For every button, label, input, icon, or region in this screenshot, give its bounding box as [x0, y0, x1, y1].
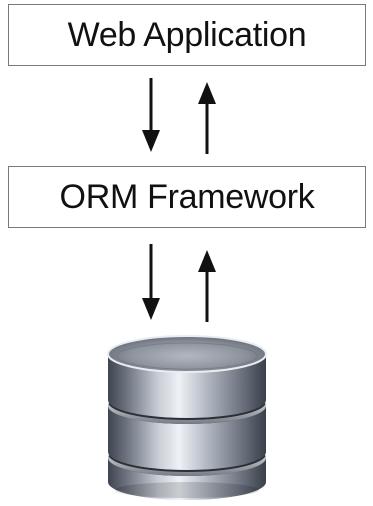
orm-framework-label: ORM Framework: [59, 177, 315, 216]
orm-framework-box: ORM Framework: [8, 166, 366, 228]
web-orm-arrows: [142, 78, 216, 154]
web-application-box: Web Application: [8, 4, 366, 66]
web-application-label: Web Application: [67, 15, 307, 54]
orm-database-arrows: [142, 244, 216, 322]
database-icon: [107, 335, 267, 500]
down-arrow-icon: [142, 244, 160, 320]
up-arrow-icon: [198, 250, 216, 322]
up-arrow-icon: [198, 82, 216, 154]
down-arrow-icon: [142, 78, 160, 152]
